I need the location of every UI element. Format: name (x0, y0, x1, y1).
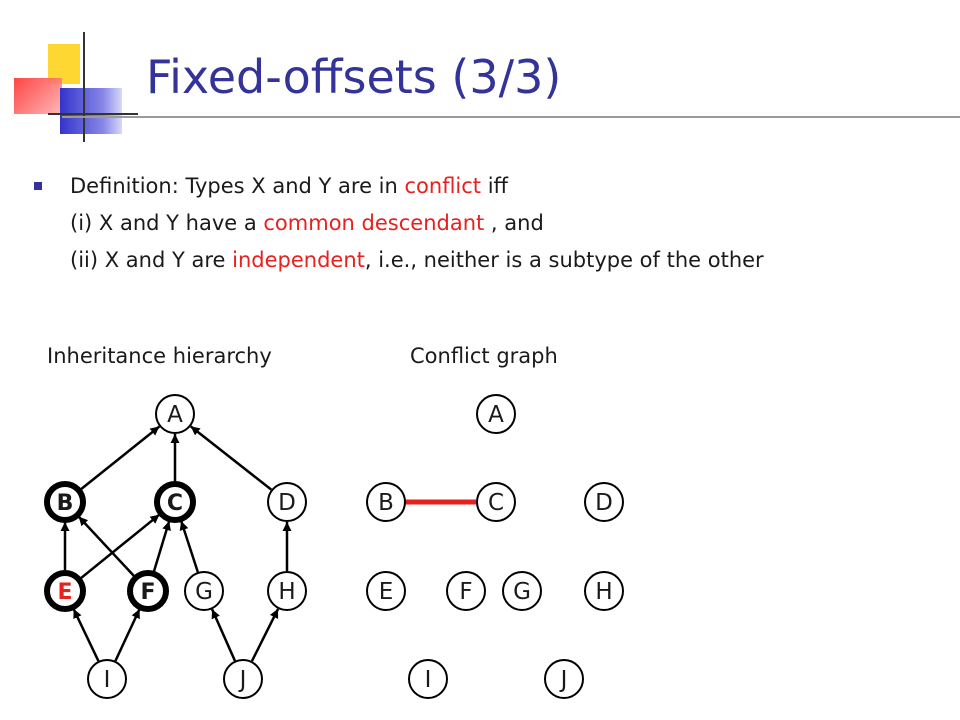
inheritance-edge-g-c (179, 520, 199, 573)
conflict-node-circle (544, 659, 584, 699)
conflict-node-label: B (378, 490, 394, 516)
inheritance-node-circle (223, 659, 263, 699)
conflict-node-e: E (366, 571, 406, 611)
inheritance-node-label: J (238, 667, 247, 693)
conflict-node-label: C (488, 490, 504, 516)
conflict-node-circle (584, 571, 624, 611)
inheritance-node-circle (87, 659, 127, 699)
definition-text: , i.e., neither is a subtype of the othe… (364, 248, 764, 272)
inheritance-edges (60, 425, 292, 662)
inheritance-edge-i-f (114, 608, 141, 662)
conflict-node-label: A (488, 402, 504, 428)
definition-line-3: (ii) X and Y are independent, i.e., neit… (70, 242, 764, 279)
conflict-node-label: F (459, 579, 472, 605)
inheritance-node-i: I (87, 659, 127, 699)
definition-text: , and (484, 211, 544, 235)
conflict-node-i: I (408, 659, 448, 699)
conflict-node-c: C (476, 482, 516, 522)
inheritance-edge-f-c (152, 520, 171, 573)
inheritance-edge-j-h (250, 608, 280, 662)
definition-line-1: Definition: Types X and Y are in conflic… (70, 168, 764, 205)
inheritance-node-circle (154, 481, 196, 523)
inheritance-edge-d-a (189, 425, 273, 491)
inheritance-node-c: C (154, 481, 196, 523)
inheritance-node-label: E (57, 580, 72, 605)
conflict-node-g: G (502, 571, 542, 611)
conflict-node-label: H (595, 579, 612, 605)
inheritance-node-j: J (223, 659, 263, 699)
definition-text: (ii) X and Y are (70, 248, 233, 272)
conflict-node-label: D (595, 490, 613, 516)
conflict-node-label: J (559, 667, 568, 693)
inheritance-node-d: D (267, 482, 307, 522)
inheritance-node-circle (44, 481, 86, 523)
title-rule (62, 116, 960, 118)
inheritance-node-label: I (104, 667, 111, 693)
conflict-node-a: A (476, 394, 516, 434)
definition-line-2: (i) X and Y have a common descendant , a… (70, 205, 764, 242)
inheritance-edge-f-b (77, 515, 136, 578)
inheritance-node-circle (44, 570, 86, 612)
inheritance-node-circle (267, 571, 307, 611)
inheritance-node-label: B (57, 491, 74, 516)
inheritance-node-g: G (184, 571, 224, 611)
conflict-node-label: G (513, 579, 531, 605)
conflict-nodes: A B C D E F G H I J (366, 394, 624, 699)
inheritance-node-label: F (140, 580, 155, 605)
inheritance-node-e: E (44, 570, 86, 612)
inheritance-edge-b-a (79, 425, 161, 491)
slide-title: Fixed-offsets (3/3) (146, 50, 562, 104)
slide-logo (0, 0, 140, 150)
conflict-node-b: B (366, 482, 406, 522)
inheritance-hierarchy-label: Inheritance hierarchy (47, 344, 272, 368)
highlighted-term: conflict (404, 174, 482, 198)
highlighted-term: independent (232, 248, 365, 272)
inheritance-node-label: G (195, 579, 213, 605)
inheritance-node-label: H (278, 579, 295, 605)
conflict-node-h: H (584, 571, 624, 611)
conflict-node-circle (584, 482, 624, 522)
inheritance-node-label: C (167, 491, 183, 516)
inheritance-node-a: A (155, 394, 195, 434)
inheritance-node-circle (127, 570, 169, 612)
inheritance-edge-e-c (79, 513, 161, 580)
inheritance-edge-i-e (72, 608, 100, 662)
definition-text: (i) X and Y have a (70, 211, 264, 235)
conflict-node-circle (366, 571, 406, 611)
inheritance-node-label: A (167, 402, 183, 428)
conflict-node-f: F (446, 571, 486, 611)
conflict-node-d: D (584, 482, 624, 522)
inheritance-node-circle (155, 394, 195, 434)
inheritance-edge-j-g (210, 608, 237, 662)
conflict-node-label: I (425, 667, 432, 693)
inheritance-node-circle (267, 482, 307, 522)
definition-block: Definition: Types X and Y are in conflic… (34, 168, 764, 279)
conflict-node-label: E (379, 579, 394, 605)
conflict-node-circle (408, 659, 448, 699)
conflict-node-circle (446, 571, 486, 611)
inheritance-node-b: B (44, 481, 86, 523)
definition-text: iff (481, 174, 509, 198)
conflict-graph-label: Conflict graph (410, 344, 558, 368)
conflict-node-circle (502, 571, 542, 611)
inheritance-node-h: H (267, 571, 307, 611)
inheritance-node-circle (184, 571, 224, 611)
bullet-marker (34, 182, 42, 190)
highlighted-term: common descendant (263, 211, 485, 235)
conflict-node-circle (476, 482, 516, 522)
conflict-node-j: J (544, 659, 584, 699)
inheritance-nodes: A B C D E F G H I J (44, 394, 307, 699)
conflict-node-circle (476, 394, 516, 434)
inheritance-node-label: D (278, 490, 296, 516)
definition-text: Definition: Types X and Y are in (70, 174, 405, 198)
inheritance-node-f: F (127, 570, 169, 612)
conflict-node-circle (366, 482, 406, 522)
